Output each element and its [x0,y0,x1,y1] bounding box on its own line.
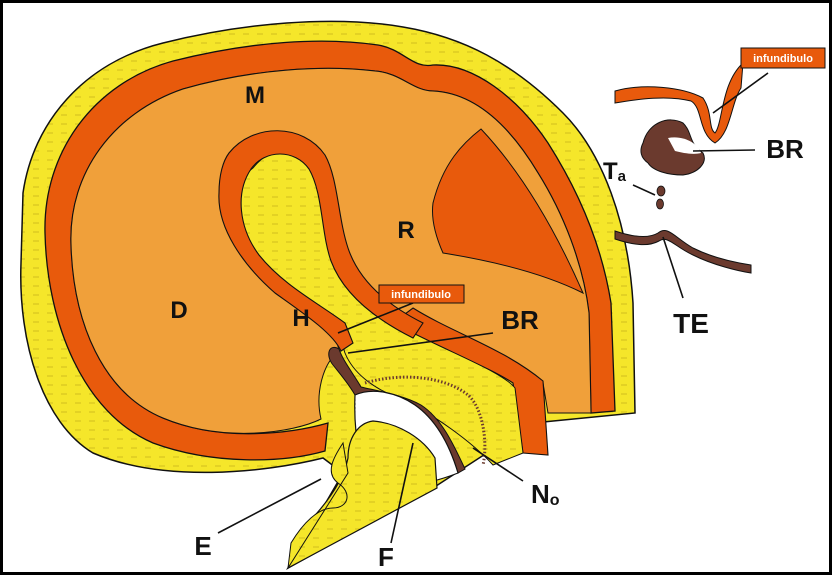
label-ta-main: T [603,158,618,185]
ta-blob-2 [657,199,664,209]
te-band [615,231,751,273]
ta-blob-1 [657,186,665,196]
infundibulo-tag-inset-text: infundibulo [753,53,813,65]
label-d: D [170,297,187,324]
label-no-main: N [531,479,550,509]
label-ta: Ta [603,158,627,185]
label-ta-sub: a [618,168,627,185]
infundibulo-tag-main-text: infundibulo [391,289,451,301]
infundibulo-tag-inset: infundibulo [741,48,825,68]
label-h: H [292,305,309,332]
label-no-sub: o [550,492,560,509]
leader-ta [633,185,655,195]
label-no: No [531,479,560,509]
label-br-main: BR [501,305,539,335]
label-e: E [194,531,211,561]
label-m: M [245,82,265,109]
label-br-inset: BR [766,134,804,164]
diagram-canvas: infundibulo infundibulo M R D H BR No E … [3,3,829,572]
infundibulo-tag-main: infundibulo [379,285,464,303]
label-te: TE [673,308,709,339]
label-r: R [397,217,414,244]
leader-br-inset [693,150,755,151]
label-f: F [378,542,394,572]
